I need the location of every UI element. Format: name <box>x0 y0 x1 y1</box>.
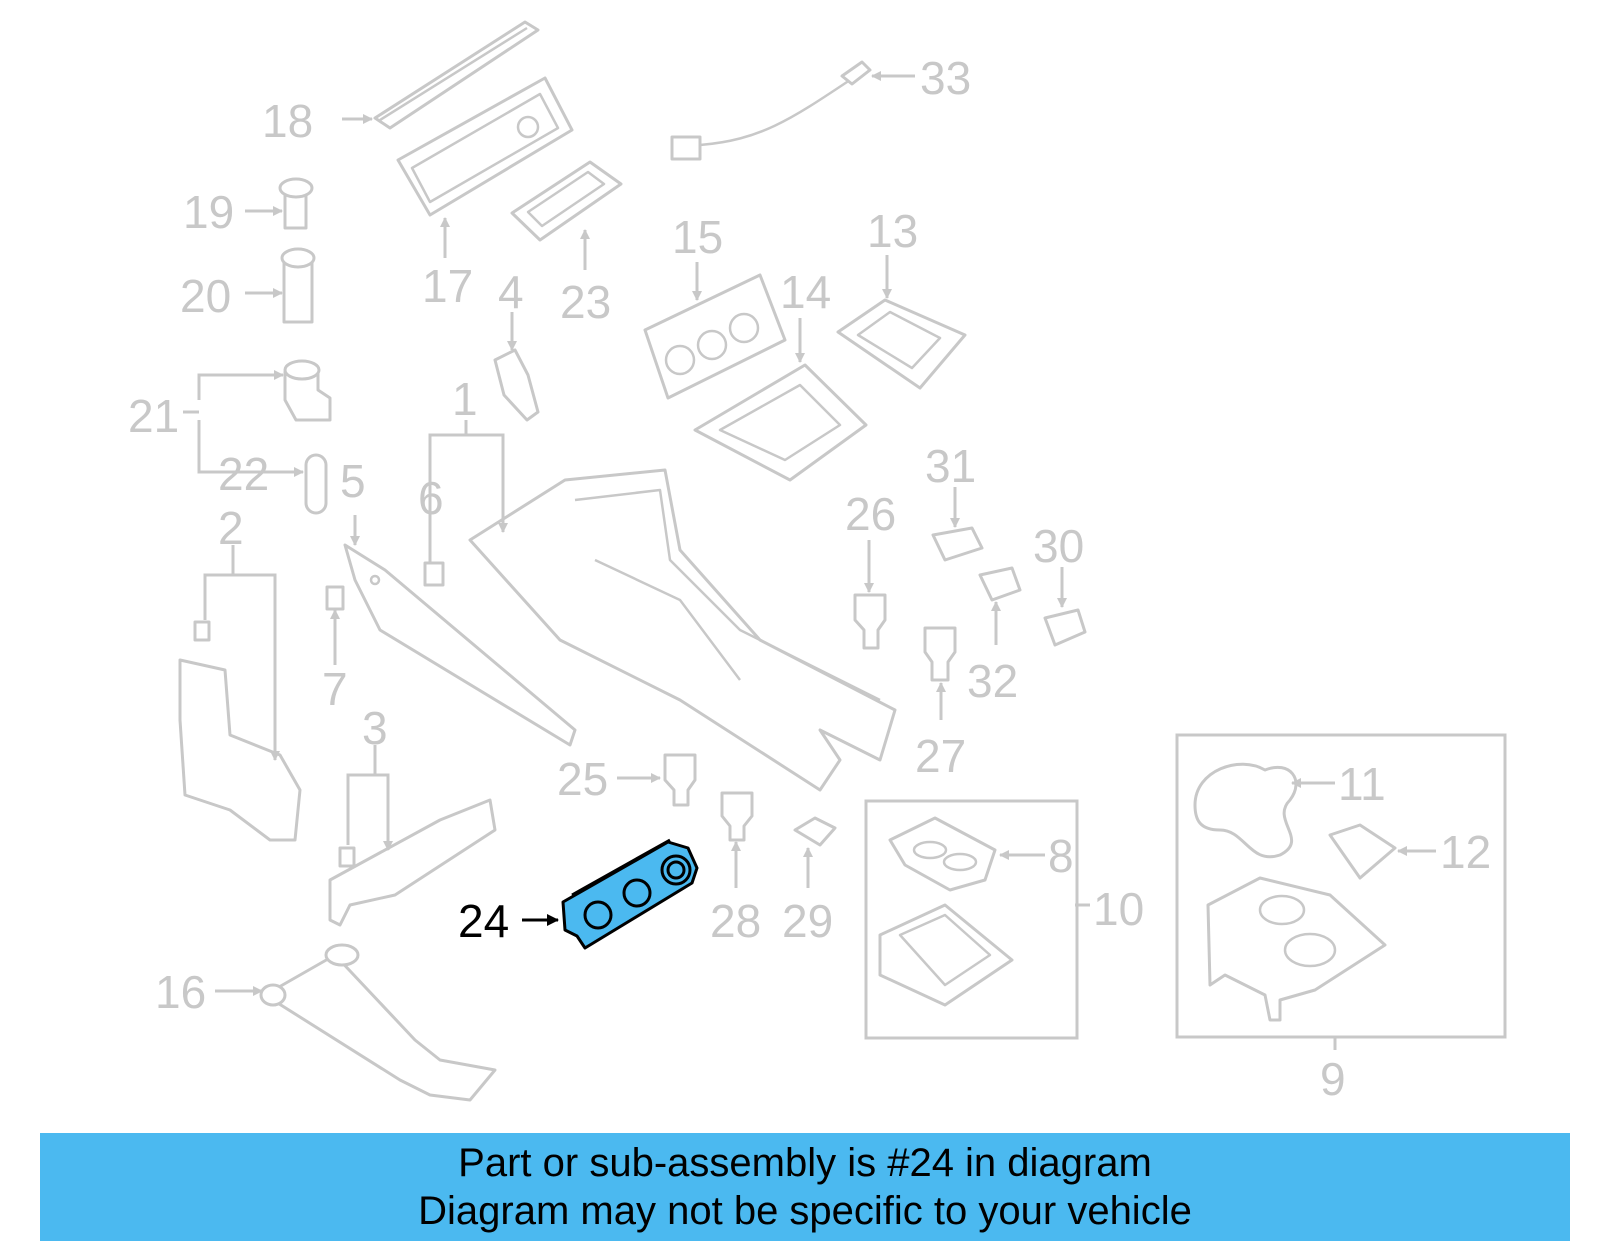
part-23-tray <box>510 160 623 242</box>
callout-8[interactable]: 8 <box>1048 830 1074 882</box>
leader-lines <box>183 71 1436 1050</box>
banner-line-1: Part or sub-assembly is #24 in diagram <box>458 1141 1152 1185</box>
part-7-clip <box>325 585 345 611</box>
part-27-switch <box>923 626 957 682</box>
callout-22[interactable]: 22 <box>218 448 269 500</box>
part-15-climate-bezel <box>643 273 787 400</box>
part-32-switch <box>978 566 1022 602</box>
callout-labels: 1 2 3 4 5 6 7 8 9 10 11 12 13 14 15 16 1… <box>128 52 1491 1105</box>
info-banner: Part or sub-assembly is #24 in diagram D… <box>40 1133 1570 1241</box>
callout-2[interactable]: 2 <box>218 502 244 554</box>
callout-12[interactable]: 12 <box>1440 826 1491 878</box>
part-16-duct <box>259 943 497 1102</box>
part-22-fuse <box>304 453 328 515</box>
callout-18[interactable]: 18 <box>262 95 313 147</box>
callout-25[interactable]: 25 <box>557 753 608 805</box>
callout-33[interactable]: 33 <box>920 52 971 104</box>
callout-17[interactable]: 17 <box>422 260 473 312</box>
callout-13[interactable]: 13 <box>867 205 918 257</box>
part-9-cupholder <box>1206 876 1387 1022</box>
part-25-switch <box>663 753 697 807</box>
callout-32[interactable]: 32 <box>967 655 1018 707</box>
part-30-switch <box>1043 608 1087 647</box>
callout-23[interactable]: 23 <box>560 276 611 328</box>
part-8-cupholder <box>888 816 997 892</box>
callout-19[interactable]: 19 <box>183 186 234 238</box>
callout-7[interactable]: 7 <box>322 663 348 715</box>
callout-26[interactable]: 26 <box>845 488 896 540</box>
callout-5[interactable]: 5 <box>340 455 366 507</box>
callout-24[interactable]: 24 <box>458 895 509 947</box>
part-12-trim <box>1328 823 1397 880</box>
callout-6[interactable]: 6 <box>418 472 444 524</box>
part-20-socket <box>280 247 316 324</box>
part-31-switch <box>931 526 984 562</box>
part-10-tray <box>878 903 1014 1007</box>
part-11-insert <box>1193 762 1298 859</box>
part-33-cable <box>670 60 872 161</box>
part-28-switch <box>720 791 754 842</box>
part-14-shift-surround <box>693 363 868 482</box>
callout-10[interactable]: 10 <box>1093 883 1144 935</box>
callout-30[interactable]: 30 <box>1033 520 1084 572</box>
part-1-center-console <box>468 468 897 792</box>
part-13-boot <box>836 298 967 390</box>
callout-29[interactable]: 29 <box>782 895 833 947</box>
part-3-bracket <box>328 798 497 927</box>
part-19-clip <box>278 177 314 230</box>
callout-27[interactable]: 27 <box>915 730 966 782</box>
part-6-clip <box>423 561 445 587</box>
banner-line-2: Diagram may not be specific to your vehi… <box>418 1189 1192 1233</box>
callout-4[interactable]: 4 <box>498 266 524 318</box>
group-box-10 <box>864 799 1079 1040</box>
callout-21[interactable]: 21 <box>128 390 179 442</box>
part-4-bracket <box>493 348 540 422</box>
callout-1[interactable]: 1 <box>452 373 478 425</box>
callout-20[interactable]: 20 <box>180 270 231 322</box>
callout-16[interactable]: 16 <box>155 966 206 1018</box>
callout-11[interactable]: 11 <box>1338 758 1386 810</box>
part-26-switch <box>853 593 887 650</box>
part-17-console-top <box>396 76 574 217</box>
callout-28[interactable]: 28 <box>710 895 761 947</box>
part-2-side-panel <box>178 620 302 842</box>
callout-9[interactable]: 9 <box>1320 1053 1346 1105</box>
part-21-socket <box>283 359 332 422</box>
part-5-side-trim <box>343 543 577 747</box>
callout-3[interactable]: 3 <box>362 702 388 754</box>
group-box-9 <box>1175 733 1507 1039</box>
callout-14[interactable]: 14 <box>780 266 831 318</box>
part-24-climate-control[interactable] <box>561 838 699 950</box>
part-29-switch <box>793 816 837 847</box>
callout-31[interactable]: 31 <box>925 440 976 492</box>
part-18-trim-strip <box>373 20 540 130</box>
callout-15[interactable]: 15 <box>672 211 723 263</box>
